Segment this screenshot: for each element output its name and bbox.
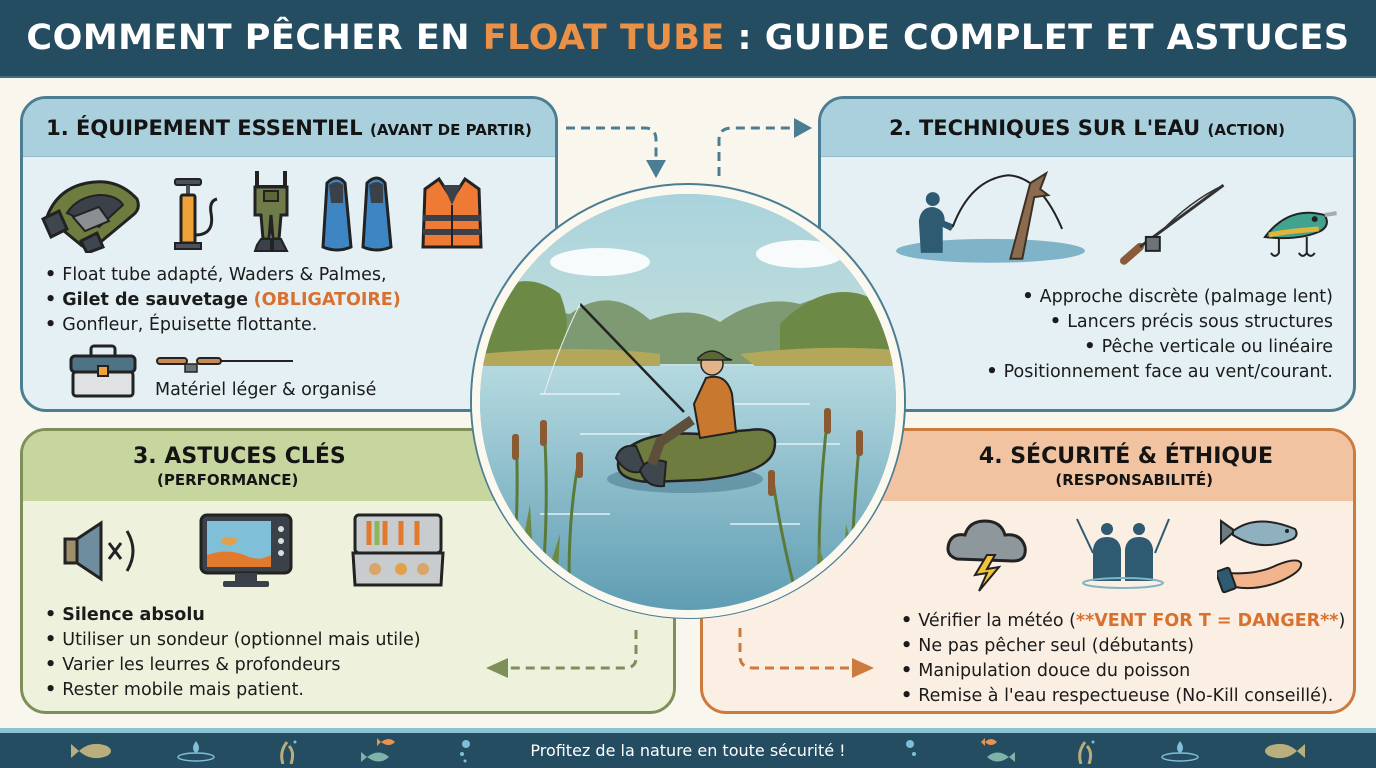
panel-title: 2. TECHNIQUES SUR L'EAU <box>889 115 1201 140</box>
list-item: Vérifier la météo (**VENT FOR T = DANGER… <box>901 609 1353 634</box>
panel-subtitle: (ACTION) <box>1207 120 1285 139</box>
list-item: Float tube adapté, Waders & Palmes, <box>45 263 555 288</box>
panel-subtitle: (AVANT DE PARTIR) <box>370 120 532 139</box>
panel-header: 2. TECHNIQUES SUR L'EAU (ACTION) <box>821 99 1353 157</box>
float-tube-icon <box>41 180 140 253</box>
storm-cloud-icon <box>946 519 1027 592</box>
tree-right <box>780 292 896 364</box>
list-item: Silence absolu <box>45 603 673 628</box>
panel-title: 3. ASTUCES CLÉS <box>133 443 346 469</box>
list-item: Approche discrète (palmage lent) <box>821 285 1333 310</box>
life-vest-icon <box>421 176 483 249</box>
mandatory-badge: (OBLIGATOIRE) <box>253 290 401 310</box>
water-drop-icon <box>1161 740 1199 762</box>
list-item: Rester mobile mais patient. <box>45 678 673 703</box>
center-scene <box>472 186 904 618</box>
water-drop-icon <box>177 740 215 762</box>
danger-warning: **VENT FOR T = DANGER** <box>1075 611 1339 631</box>
lake-scene-illustration <box>480 194 896 610</box>
gear-summary-text: Matériel léger & organisé <box>155 380 377 400</box>
list-item: Ne pas pêcher seul (débutants) <box>901 634 1353 659</box>
page-header: COMMENT PÊCHER EN FLOAT TUBE : GUIDE COM… <box>0 0 1376 78</box>
mute-speaker-icon <box>63 520 135 582</box>
panel-subtitle: (RESPONSABILITÉ) <box>1055 470 1213 489</box>
two-anglers-icon <box>1076 518 1170 589</box>
waders-icon <box>253 171 289 252</box>
angler-casting-icon <box>895 170 1085 263</box>
fishing-rod-icon <box>156 357 293 373</box>
panel-title: 4. SÉCURITÉ & ÉTHIQUE <box>978 443 1273 469</box>
panel-title: 1. ÉQUIPEMENT ESSENTIEL <box>46 115 363 140</box>
page-title: COMMENT PÊCHER EN FLOAT TUBE : GUIDE COM… <box>26 18 1350 58</box>
arrow-head-icon <box>852 658 874 678</box>
gear-summary: Matériel léger & organisé <box>23 344 555 400</box>
list-item: Manipulation douce du poisson <box>901 659 1353 684</box>
list-item: Gonfleur, Épuisette flottante. <box>45 313 555 338</box>
fins-icon <box>321 176 393 252</box>
technique-icons <box>821 169 1353 265</box>
page-footer: Profitez de la nature en toute sécurité … <box>0 728 1376 768</box>
safety-list: Vérifier la météo (**VENT FOR T = DANGER… <box>703 609 1353 709</box>
arrow-head-icon <box>794 118 812 138</box>
arrow-center-to-panel2 <box>717 126 796 176</box>
fish-finder-icon <box>199 513 293 587</box>
bubbles-icon <box>459 739 470 762</box>
list-item: Varier les leurres & profondeurs <box>45 653 673 678</box>
cloud-icon <box>756 240 844 268</box>
safety-icons <box>703 513 1353 595</box>
pump-icon <box>174 178 218 250</box>
panel-header: 1. ÉQUIPEMENT ESSENTIEL (AVANT DE PARTIR… <box>23 99 555 157</box>
fish-icon <box>71 743 112 758</box>
seaweed-icon <box>279 740 297 764</box>
two-fish-icon <box>980 737 1015 762</box>
arrow-center-to-panel3 <box>508 630 638 670</box>
list-item: Gilet de sauvetage (OBLIGATOIRE) <box>45 288 555 313</box>
panel-techniques: 2. TECHNIQUES SUR L'EAU (ACTION) Approch… <box>818 96 1356 412</box>
arrow-center-to-panel4 <box>738 628 852 670</box>
title-accent: FLOAT TUBE <box>482 18 725 58</box>
float-tube-with-angler <box>543 303 777 493</box>
arrow-head-icon <box>646 160 666 178</box>
bubbles-icon <box>906 739 917 756</box>
equipment-list: Float tube adapté, Waders & Palmes, Gile… <box>23 263 555 338</box>
technique-list: Approche discrète (palmage lent) Lancers… <box>821 285 1353 385</box>
panel-subtitle: (PERFORMANCE) <box>157 470 299 489</box>
tips-list: Silence absolu Utiliser un sondeur (opti… <box>23 603 673 703</box>
list-item: Positionnement face au vent/courant. <box>821 360 1333 385</box>
lure-icon <box>1263 211 1338 257</box>
list-item: Pêche verticale ou linéaire <box>821 335 1333 360</box>
fishing-rod-reel-icon <box>1119 183 1225 265</box>
footer-text: Profitez de la nature en toute sécurité … <box>530 741 846 760</box>
fish-icon <box>1264 743 1305 758</box>
equipment-icons <box>23 169 555 253</box>
list-item: Lancers précis sous structures <box>821 310 1333 335</box>
arrow-head-icon <box>486 658 508 678</box>
fish-in-hand-icon <box>1217 519 1303 594</box>
panel-equipment: 1. ÉQUIPEMENT ESSENTIEL (AVANT DE PARTIR… <box>20 96 558 412</box>
tackle-box-icon <box>69 344 137 398</box>
panel-tips: 3. ASTUCES CLÉS (PERFORMANCE) Silence <box>20 428 676 714</box>
lure-box-icon <box>351 513 445 587</box>
arrow-panel1-to-center <box>566 126 658 164</box>
list-item: Utiliser un sondeur (optionnel mais util… <box>45 628 673 653</box>
tips-icons <box>23 513 673 589</box>
cloud-icon <box>550 248 650 276</box>
list-item: Remise à l'eau respectueuse (No-Kill con… <box>901 684 1353 709</box>
two-fish-icon <box>361 737 396 762</box>
seaweed-icon <box>1078 740 1095 764</box>
